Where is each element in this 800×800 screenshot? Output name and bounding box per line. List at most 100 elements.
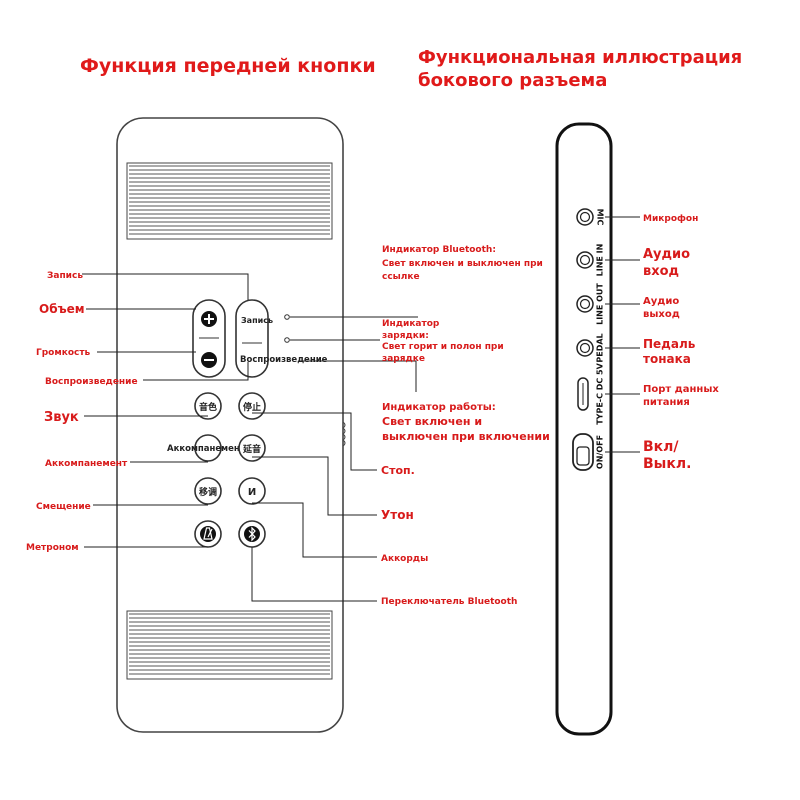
grille-dot [239,167,242,169]
grille-dot [226,207,228,209]
grille-dot [241,179,243,181]
grille-dot [217,219,219,221]
metronome-button[interactable] [194,520,222,548]
grille-dot [226,195,229,197]
grille-dot [222,207,224,209]
grille-dot [203,199,205,201]
grille-dot [194,191,196,193]
top-grille-lines [129,165,330,235]
grille-dot [258,207,260,209]
grille-dot [243,199,245,201]
grille-dot [221,179,223,181]
grille-dot [235,199,237,201]
grille-dot [257,187,260,189]
grille-dot [245,183,247,185]
grille-dot [242,191,244,193]
grille-dot [235,167,238,169]
grille-dot [263,199,265,201]
label-charge-indicator-1: Индикатор [382,319,440,329]
grille-dot [224,171,226,173]
grille-dot [213,179,215,181]
grille-dot [217,211,220,213]
grille-dot [246,191,248,193]
grille-dot [221,211,224,213]
label-playback: Воспроизведение [45,377,138,387]
grille-dot [206,203,209,205]
port-label-type-c: TYPE-C DC 5V [596,362,605,424]
svg-text:Аккомпанемент: Аккомпанемент [167,444,245,454]
grille-dot [205,219,207,221]
mic-jack[interactable] [576,208,594,226]
grille-dot [187,199,189,201]
port-label-mic: MIC [596,209,605,226]
grille-dot [214,195,217,197]
grille-dot [194,203,197,205]
front-title: Функция передней кнопки [80,55,376,77]
side-leader-lines [605,216,640,453]
bottom-grille-lines [129,613,330,675]
label-charge-indicator-4: зарядке [382,354,425,364]
grille-dot [249,211,252,213]
grille-dot [251,199,253,201]
grille-dot [233,179,235,181]
grille-dot [253,183,255,185]
grille-dot [219,167,222,169]
record-playback-rocker[interactable]: Запись Воспроизведение [235,299,328,378]
grille-dot [206,207,208,209]
minus-icon[interactable] [201,352,217,368]
grille-dot [213,187,216,189]
grille-dot [205,187,208,189]
grille-dot [215,199,217,201]
grille-dot [267,199,269,201]
grille-dot [241,187,244,189]
grille-dot [221,215,223,217]
grille-dot [209,187,212,189]
bluetooth-button[interactable] [238,520,266,548]
chord-button[interactable]: И [238,477,266,505]
power-switch[interactable] [572,433,594,471]
grille-dot [217,179,219,181]
grille-dot [222,191,224,193]
transpose-button[interactable]: 移调 [194,477,222,505]
side-label-power-1: Порт данных [643,384,719,395]
accompaniment-button[interactable]: Аккомпанемент [167,434,245,462]
grille-dot [237,219,239,221]
grille-dot [237,215,239,217]
grille-dot [218,207,220,209]
grille-dot [223,231,226,233]
grille-dot [202,203,205,205]
plus-icon[interactable] [201,311,217,327]
type-c-port[interactable] [577,377,589,411]
grille-dot [233,219,235,221]
grille-dot [214,207,216,209]
svg-text:停止: 停止 [243,401,261,413]
side-label-power-2: питания [643,397,690,408]
line-in-jack[interactable] [576,251,594,269]
grille-dot [249,187,252,189]
grille-dot [201,183,203,185]
grille-dot [244,223,247,225]
grille-dot [208,223,211,225]
grille-dot [253,215,255,217]
grille-dot [232,171,234,173]
label-work-indicator-3: выключен при включении [382,430,550,443]
grille-dot [195,199,197,201]
grille-dot [231,199,233,201]
label-volume: Объем [39,302,85,316]
volume-rocker[interactable] [192,299,226,378]
grille-dot [238,195,241,197]
grille-dot [206,191,208,193]
stop-button[interactable]: 停止 [238,392,266,420]
label-sustain: Утон [381,508,414,522]
sustain-button[interactable]: 延音 [238,434,266,462]
tone-button[interactable]: 音色 [194,392,222,420]
grille-dot [205,179,207,181]
grille-dot [210,207,212,209]
bluetooth-indicator-led [284,314,290,320]
grille-dot [212,171,214,173]
grille-dot [245,211,248,213]
line-out-jack[interactable] [576,295,594,313]
grille-dot [230,191,232,193]
pedal-jack[interactable] [576,339,594,357]
grille-dot [229,211,232,213]
